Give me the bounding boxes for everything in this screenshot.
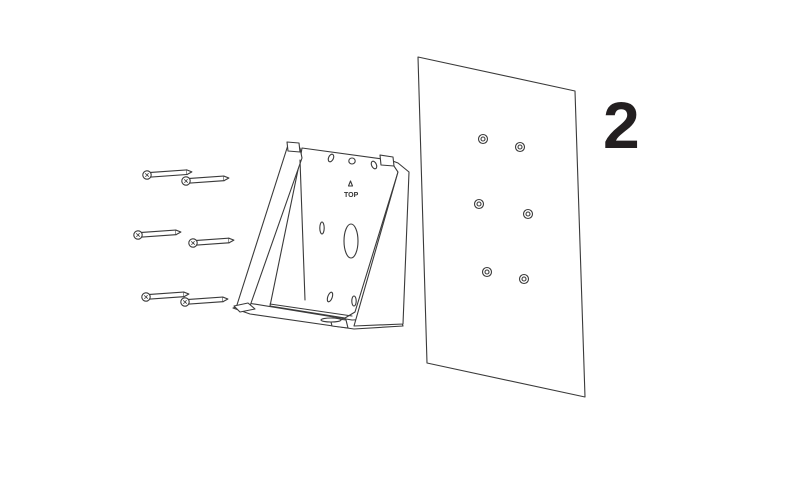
wall-panel-outline bbox=[417, 56, 586, 398]
screws-group bbox=[133, 169, 235, 307]
screw-icon bbox=[142, 169, 193, 180]
wall-panel bbox=[417, 56, 586, 398]
step-number: 2 bbox=[603, 88, 640, 162]
wall-hole-icon bbox=[473, 198, 485, 210]
wall-hole-icon bbox=[514, 141, 526, 153]
wall-hole-icon bbox=[518, 273, 530, 285]
wall-hole-icon bbox=[481, 266, 493, 278]
wall-hole-icon bbox=[477, 133, 489, 145]
bracket-right-wall bbox=[353, 159, 410, 327]
wall-hole-icon bbox=[522, 208, 534, 220]
screw-icon bbox=[180, 296, 229, 307]
screw-icon bbox=[188, 237, 235, 248]
wall-mount-bracket bbox=[232, 141, 410, 330]
top-arrow-icon bbox=[347, 180, 354, 187]
screw-icon bbox=[181, 175, 230, 186]
screw-icon bbox=[133, 229, 182, 240]
screw-icon bbox=[141, 291, 190, 302]
bracket-top-label: TOP bbox=[344, 192, 359, 199]
